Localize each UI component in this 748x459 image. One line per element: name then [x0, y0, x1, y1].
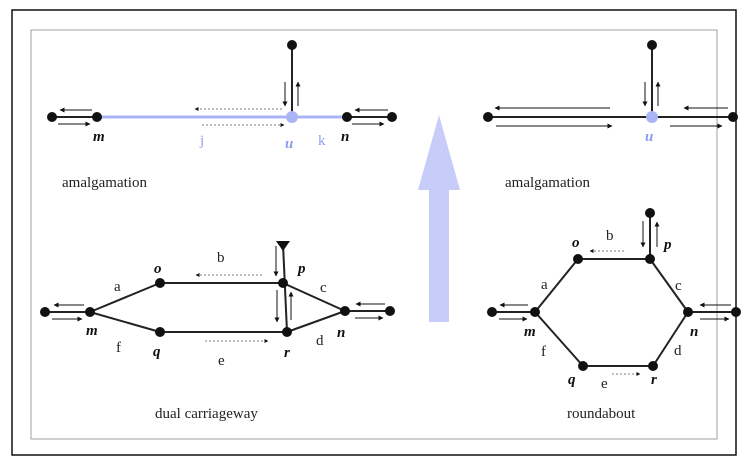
- label-o: o: [154, 261, 162, 277]
- label-k: k: [318, 133, 326, 149]
- panel-bottom-right: o p m n q r a b c d e f roundabout: [487, 208, 741, 422]
- edge-f: [89, 311, 161, 333]
- label-b: b: [217, 250, 225, 266]
- label-d: d: [316, 333, 324, 349]
- panel-top-left: m u n j k amalgamation: [47, 40, 397, 191]
- label-n: n: [690, 324, 698, 340]
- node-u: [646, 111, 658, 123]
- label-q: q: [153, 344, 161, 360]
- label-c: c: [320, 280, 327, 296]
- node-right-end: [387, 112, 397, 122]
- edge-c: [282, 282, 346, 312]
- edge-d: [286, 310, 346, 333]
- node-left-end: [483, 112, 493, 122]
- panel-bottom-left: m o p q r n a b c d e f dual carriageway: [40, 241, 395, 422]
- node-right-end: [728, 112, 738, 122]
- label-m: m: [524, 324, 536, 340]
- label-m: m: [93, 129, 105, 145]
- label-p: p: [296, 261, 306, 277]
- label-e: e: [601, 376, 608, 392]
- node-left-end: [47, 112, 57, 122]
- label-o: o: [572, 235, 580, 251]
- label-n: n: [337, 325, 345, 341]
- label-j: j: [199, 133, 204, 149]
- node-n: [340, 306, 350, 316]
- label-e: e: [218, 353, 225, 369]
- label-c: c: [675, 278, 682, 294]
- node-p: [645, 254, 655, 264]
- transform-arrow: [418, 115, 460, 322]
- caption-top-right: amalgamation: [505, 175, 590, 191]
- node-o: [573, 254, 583, 264]
- label-f: f: [541, 344, 546, 360]
- edge-c: [649, 258, 689, 313]
- edge-f: [534, 311, 584, 367]
- label-q: q: [568, 372, 576, 388]
- label-r: r: [284, 345, 290, 361]
- panel-top-right: u amalgamation: [483, 40, 738, 191]
- label-f: f: [116, 340, 121, 356]
- node-top-end: [647, 40, 657, 50]
- label-p: p: [662, 237, 672, 253]
- edge-d: [652, 311, 689, 367]
- figure-frame: [11, 9, 737, 456]
- label-d: d: [674, 343, 682, 359]
- caption-top-left: amalgamation: [62, 175, 147, 191]
- node-o: [155, 278, 165, 288]
- node-n: [342, 112, 352, 122]
- inner-frame: [30, 29, 718, 440]
- node-m: [92, 112, 102, 122]
- node-q: [578, 361, 588, 371]
- label-a: a: [541, 277, 548, 293]
- node-p: [278, 278, 288, 288]
- node-r: [282, 327, 292, 337]
- node-q: [155, 327, 165, 337]
- node-n: [683, 307, 693, 317]
- node-u: [286, 111, 298, 123]
- node-top-end: [287, 40, 297, 50]
- label-u: u: [285, 136, 293, 152]
- caption-bottom-left: dual carriageway: [155, 406, 258, 422]
- label-a: a: [114, 279, 121, 295]
- label-b: b: [606, 228, 614, 244]
- label-u: u: [645, 129, 653, 145]
- edge-a: [89, 282, 161, 313]
- label-m: m: [86, 323, 98, 339]
- label-n: n: [341, 129, 349, 145]
- label-r: r: [651, 372, 657, 388]
- edge-a: [534, 258, 579, 313]
- node-m: [85, 307, 95, 317]
- node-m: [530, 307, 540, 317]
- caption-bottom-right: roundabout: [567, 406, 636, 422]
- node-r: [648, 361, 658, 371]
